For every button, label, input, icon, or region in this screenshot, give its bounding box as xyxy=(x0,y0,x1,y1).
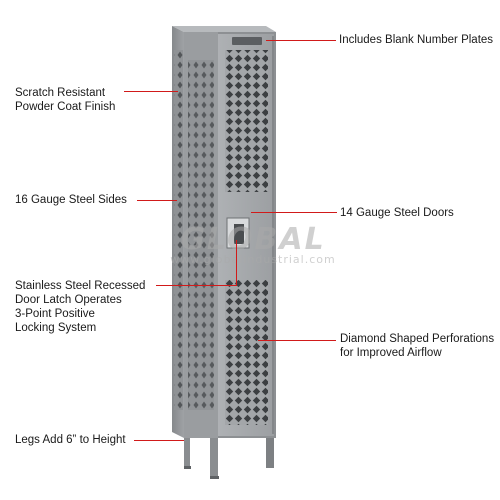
callout-perforations-line2: for Improved Airflow xyxy=(340,347,442,359)
leg-foot xyxy=(184,466,191,469)
leader-latch-vertical xyxy=(236,240,237,286)
leader-latch xyxy=(156,285,236,286)
callout-sides: 16 Gauge Steel Sides xyxy=(15,194,127,206)
leg-front-left xyxy=(184,438,190,468)
locker-top xyxy=(172,26,276,32)
callout-latch-line2: Door Latch Operates xyxy=(15,294,122,306)
upper-perforations xyxy=(225,50,268,192)
callout-latch-line1: Stainless Steel Recessed xyxy=(15,280,146,292)
leader-legs xyxy=(134,440,184,441)
watermark: GLOBAL www.globalindustrial.com xyxy=(158,222,348,266)
callout-latch-line4: Locking System xyxy=(15,322,97,334)
callout-finish-line2: Powder Coat Finish xyxy=(15,101,116,113)
leader-doors xyxy=(251,212,337,213)
watermark-brand: GLOBAL xyxy=(180,222,326,257)
leg-foot xyxy=(210,476,219,479)
callout-perforations-line1: Diamond Shaped Perforations xyxy=(340,333,495,345)
callout-doors: 14 Gauge Steel Doors xyxy=(340,207,454,219)
leader-finish xyxy=(124,91,178,92)
leader-number-plates xyxy=(266,40,336,41)
callout-finish-line1: Scratch Resistant xyxy=(15,87,106,99)
side-vents xyxy=(174,50,183,410)
watermark-site: www.globalindustrial.com xyxy=(170,253,336,266)
leg-back-right xyxy=(266,438,274,468)
leader-sides xyxy=(137,200,177,201)
callout-latch-line3: 3-Point Positive xyxy=(15,308,95,320)
number-plate xyxy=(232,37,262,45)
callout-number-plates: Includes Blank Number Plates xyxy=(339,34,494,46)
latch-handle xyxy=(234,224,244,244)
leg-front-mid xyxy=(210,438,218,478)
leader-perforations xyxy=(258,340,336,341)
lower-perforations xyxy=(225,280,268,425)
front-vents xyxy=(188,60,214,410)
callout-legs: Legs Add 6” to Height xyxy=(15,434,126,446)
